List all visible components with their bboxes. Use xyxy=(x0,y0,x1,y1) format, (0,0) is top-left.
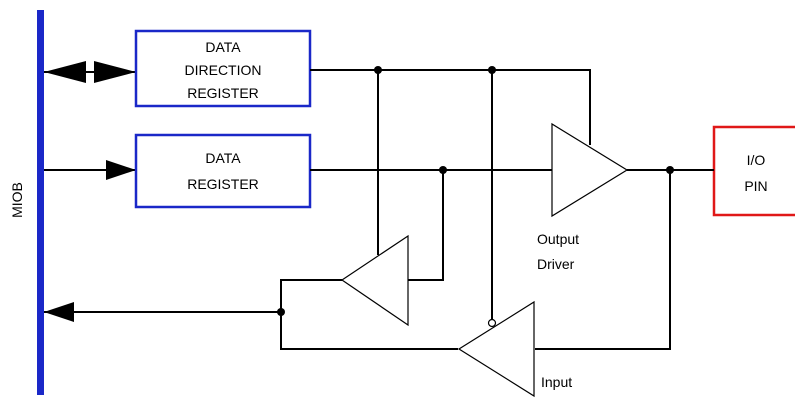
output-driver xyxy=(551,122,629,218)
dr-label-line1: DATA xyxy=(205,150,241,166)
pin-label-line2: PIN xyxy=(744,178,767,194)
ddr-output-wires xyxy=(310,69,591,320)
readback-buffer xyxy=(340,234,409,327)
dr-output-wires xyxy=(310,169,553,281)
output-driver-label-line1: Output xyxy=(537,231,579,247)
io-pin xyxy=(712,125,795,217)
output-driver-label-line2: Driver xyxy=(537,256,575,272)
input-to-bus-arrow xyxy=(44,302,282,322)
input-buffer xyxy=(457,300,535,398)
input-buffer-enable-bubble xyxy=(487,318,497,328)
miob-bus xyxy=(37,10,44,395)
ddr-label-line2: DIRECTION xyxy=(185,62,262,78)
input-label: Input xyxy=(541,374,572,390)
ddr-bidirectional-arrow xyxy=(44,61,136,83)
dr-input-arrow xyxy=(44,160,136,180)
dr-label-line2: REGISTER xyxy=(187,176,259,192)
ddr-label-line1: DATA xyxy=(205,39,241,55)
ddr-label-line3: REGISTER xyxy=(187,85,259,101)
data-register xyxy=(134,133,312,209)
miob-label: MIOB xyxy=(9,182,25,218)
pin-label-line1: I/O xyxy=(747,152,766,168)
junction-dots xyxy=(277,66,674,316)
data-direction-register xyxy=(134,29,312,108)
